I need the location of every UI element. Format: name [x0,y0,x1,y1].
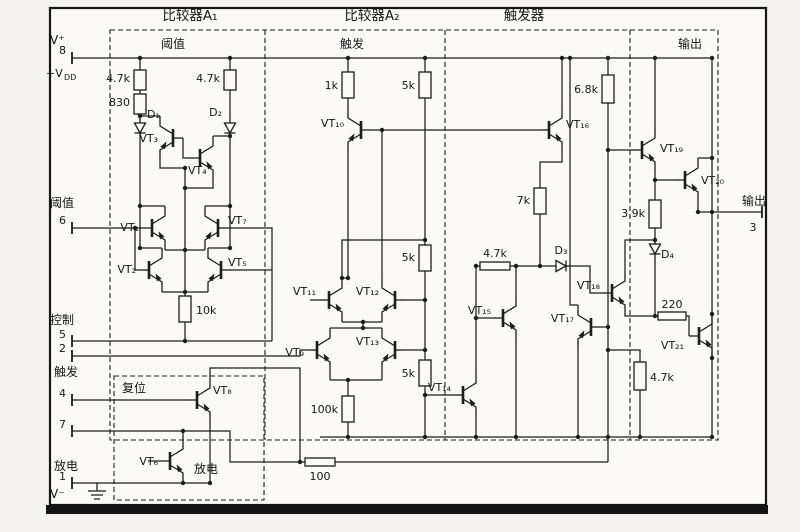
pin2-trigger-label: 触发 [54,364,78,379]
resistor-out-220 [657,311,687,321]
label-r-a2-5k-mid: 5k [402,251,416,264]
resistor-a1-4k7 [133,69,147,91]
label-d4: D₄ [661,248,674,261]
label-vt17: VT₁₇ [551,312,574,325]
frame-bottom-shadow [46,505,768,514]
label-vt18: VT₁₈ [577,279,601,292]
resistor-ff-6k8 [601,74,615,104]
label-vt7: VT₇ [228,214,247,227]
pin6-threshold-label: 阈值 [50,195,74,210]
label-vt10: VT₁₀ [321,117,345,130]
pin6-number: 6 [59,214,66,227]
label-vt16: VT₁₆ [566,118,590,131]
label-vt15: VT₁₅ [468,304,491,317]
label-r-out-3k9: 3.9k [621,207,645,220]
pin8-vdd-subscript: DD [64,73,76,82]
wires-reset-discharge [148,367,301,483]
wires-comparator-a2 [310,58,602,437]
label-r-ff-4k7: 4.7k [483,247,507,260]
label-vt5: VT₅ [228,256,247,269]
pin8-number: 8 [59,44,66,57]
wires-flipflop [539,58,655,437]
pin8-vplus-label: V⁺ [50,33,65,47]
pin3-number: 3 [750,221,757,234]
label-reset-box: 复位 [122,380,146,395]
label-d3: D₃ [555,244,568,257]
label-r-out-220: 220 [662,298,683,311]
resistor-a1-10k [178,295,192,323]
label-vt19: VT₁₉ [660,142,683,155]
resistor-a1-830 [133,93,147,115]
label-r-100: 100 [310,470,331,483]
label-vt11: VT₁₁ [293,285,316,298]
resistor-a2-5k-bot [418,359,432,387]
label-vt13: VT₁₃ [356,335,379,348]
resistor-a2-5k-mid [418,244,432,272]
label-r-a1-830: 830 [109,96,130,109]
pin7-number: 7 [59,418,66,431]
pin5-number: 5 [59,328,66,341]
label-r-ff-7k: 7k [517,194,531,207]
resistor-out-3k9 [648,199,662,229]
header-comparator-a1: 比较器A₁ [162,8,217,24]
label-vt9: VT₉ [285,346,304,359]
pin4-number: 4 [59,387,66,400]
resistor-ff-7k [533,187,547,215]
header-flipflop: 触发器 [504,8,545,24]
block-labels: 比较器A₁ 比较器A₂ 触发器 阈值 触发 输出 复位 放电 [122,8,702,476]
label-vt2: VT₂ [117,263,136,276]
label-r-a2-5k-bot: 5k [402,367,416,380]
label-vt20: VT₂₀ [701,174,725,187]
wires-pins [71,52,763,500]
figure-frame [48,6,768,507]
pin1-number: 1 [59,470,66,483]
label-r-a2-100k: 100k [311,403,339,416]
resistor-a1-4k7b [223,69,237,91]
label-vt12: VT₁₂ [356,285,379,298]
header-comparator-a2: 比较器A₂ [344,8,399,24]
label-r-a2-1k: 1k [325,79,339,92]
label-r-a1-10k: 10k [196,304,217,317]
label-r-a2-5k-top: 5k [402,79,416,92]
label-threshold-block: 阈值 [161,36,185,51]
label-vt6: VT₆ [139,455,158,468]
label-d2: D₂ [209,106,222,119]
label-trigger-block: 触发 [340,36,364,51]
pin-labels: V⁺ 8 +V DD 阈值 6 控制 5 2 触发 4 7 放电 1 V⁻ 输出… [46,33,766,501]
junction-dots [132,55,715,486]
dashed-block-borders [109,29,719,501]
label-r-ff-6k8: 6.8k [574,83,598,96]
transistor-labels: VT₁ VT₂ VT₃ VT₄ VT₅ VT₆ VT₇ VT₈ VT₉ VT₁₀… [117,117,724,468]
label-vt3: VT₃ [139,132,158,145]
resistor-a2-5k-top [418,71,432,99]
pin1-vminus-label: V⁻ [50,487,65,501]
diode-labels: D₁ D₂ D₃ D₄ [147,106,674,261]
pin3-output-label: 输出 [742,193,766,208]
pin8-vdd-label: +V [46,67,63,80]
resistor-labels: 4.7k 830 4.7k 10k 1k 5k 5k 5k 100k 100 6… [106,72,682,483]
resistor-a2-1k [341,71,355,99]
label-r-a1-4k7: 4.7k [106,72,130,85]
resistor-ff-4k7 [479,261,511,271]
resistors [133,69,687,467]
label-vt1: VT₁ [120,221,139,234]
resistor-100 [304,457,336,467]
resistor-out-4k7 [633,361,647,391]
label-r-a1-4k7b: 4.7k [196,72,220,85]
resistor-a2-100k [341,395,355,423]
pin7-discharge-label: 放电 [54,458,78,473]
label-vt21: VT₂₁ [661,339,684,352]
label-vt8: VT₈ [213,384,232,397]
pin2-number: 2 [59,342,66,355]
label-d1: D₁ [147,108,160,121]
ground-symbol [88,483,106,500]
label-vt14: VT₁₄ [428,381,452,394]
label-vt4: VT₄ [188,164,207,177]
pin5-control-label: 控制 [50,313,74,327]
label-output-block: 输出 [678,36,702,51]
label-r-out-4k7: 4.7k [650,371,674,384]
label-discharge-inner: 放电 [194,461,218,476]
